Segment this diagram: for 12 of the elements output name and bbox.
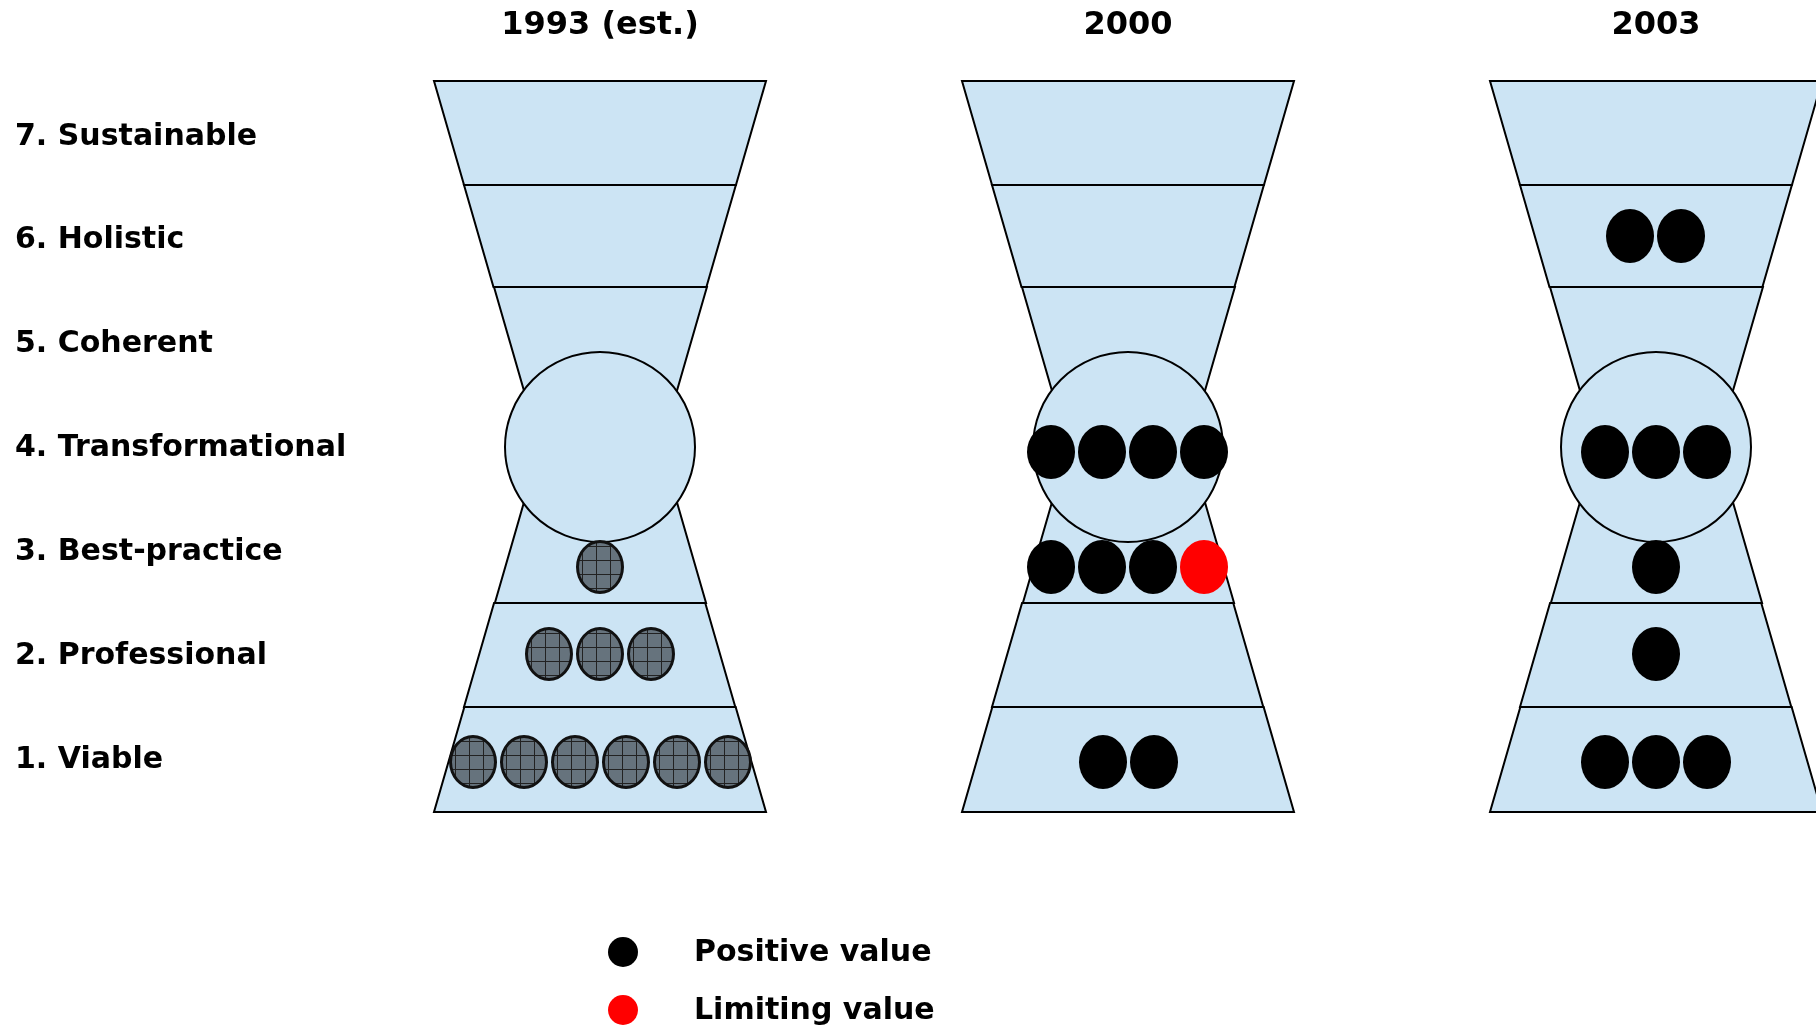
column-heading: 2000 xyxy=(1083,4,1173,42)
level-label: 2. Professional xyxy=(15,636,267,671)
legend-label: Limiting value xyxy=(694,991,935,1026)
column-heading: 2003 xyxy=(1611,4,1701,42)
level-label: 7. Sustainable xyxy=(15,117,258,152)
level-label: 1. Viable xyxy=(15,740,164,775)
level-label: 5. Coherent xyxy=(15,324,213,359)
legend-label: Positive value xyxy=(694,933,932,968)
level-label: 6. Holistic xyxy=(15,220,185,255)
level-label: 4. Transformational xyxy=(15,428,347,463)
column-heading: 1993 (est.) xyxy=(501,4,699,42)
level-label: 3. Best-practice xyxy=(15,532,283,567)
